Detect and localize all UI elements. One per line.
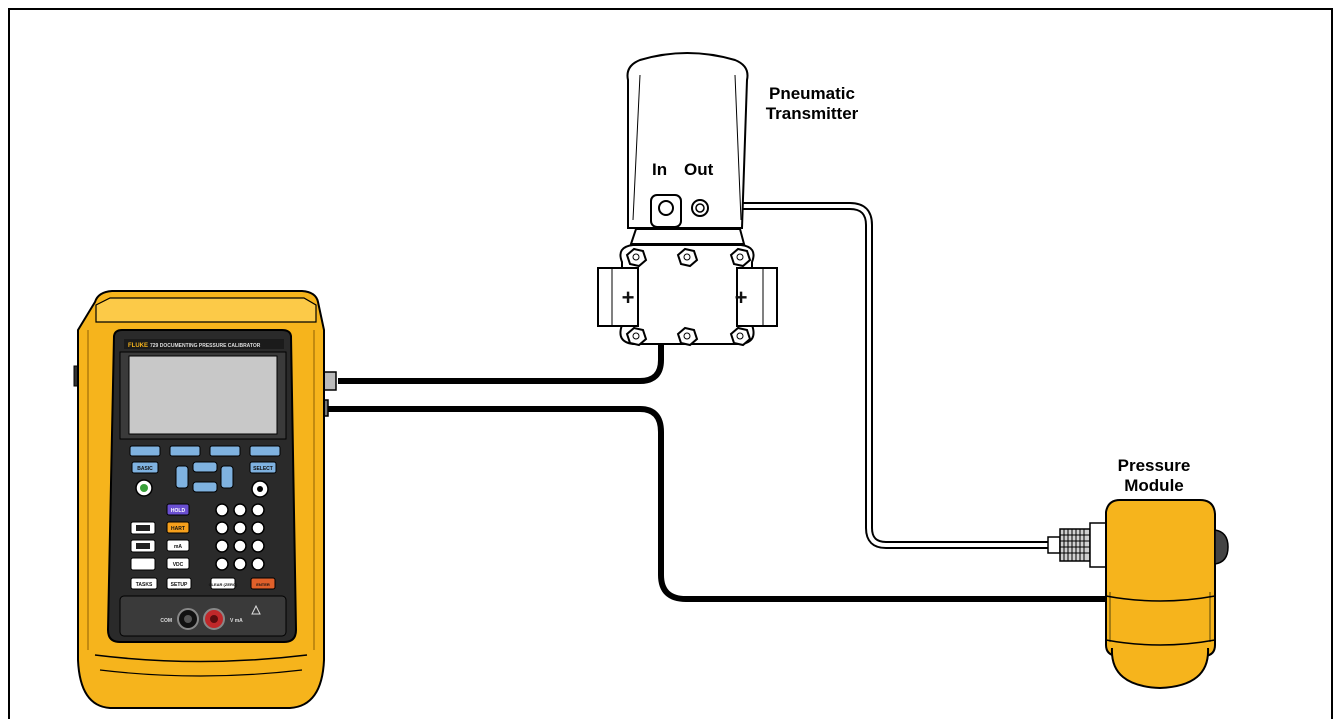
transmitter-title-line-2: Transmitter xyxy=(765,104,859,123)
plus-right-label: + xyxy=(735,285,748,310)
module-title-line-1: Pressure xyxy=(1117,456,1191,475)
ma-key-label: mA xyxy=(174,544,182,550)
module-title: Pressure Module xyxy=(1100,456,1208,496)
transmitter-title-line-1: Pneumatic xyxy=(769,84,855,103)
in-pressure-hose xyxy=(338,210,664,384)
basic-key-label: BASIC xyxy=(137,466,153,472)
select-key-label: SELECT xyxy=(253,466,273,472)
com-jack-label: COM xyxy=(160,618,172,624)
pressure-module xyxy=(1047,499,1229,690)
vdc-key-label: VDC xyxy=(173,562,184,568)
function-keys xyxy=(129,445,281,457)
brand-label: FLUKE xyxy=(128,343,148,349)
out-pneumatic-tube xyxy=(700,202,1060,549)
calibrator-screen xyxy=(128,355,278,435)
module-cable xyxy=(326,406,1120,602)
hart-key-label: HART xyxy=(171,526,185,532)
enter-key-label: ENTER xyxy=(256,582,270,587)
numeric-keypad xyxy=(215,503,265,571)
port-out-label: Out xyxy=(684,160,714,179)
tasks-key-label: TASKS xyxy=(136,582,153,588)
diagram-frame xyxy=(8,8,1333,719)
vma-jack-label: V mA xyxy=(230,618,243,624)
transmitter-title: Pneumatic Transmitter xyxy=(752,84,872,124)
plus-left-label: + xyxy=(622,285,635,310)
setup-key-label: SETUP xyxy=(171,582,188,588)
fluke-calibrator: FLUKE 729 DOCUMENTING PRESSURE CALIBRATO… xyxy=(73,290,337,709)
model-label: 729 DOCUMENTING PRESSURE CALIBRATOR xyxy=(150,343,261,349)
module-title-line-2: Module xyxy=(1124,476,1184,495)
pneumatic-transmitter: + + xyxy=(597,52,778,347)
hold-key-label: HOLD xyxy=(171,508,186,514)
port-in-label: In xyxy=(652,160,668,179)
clear-key-label: CLEAR (ZERO) xyxy=(209,582,238,587)
